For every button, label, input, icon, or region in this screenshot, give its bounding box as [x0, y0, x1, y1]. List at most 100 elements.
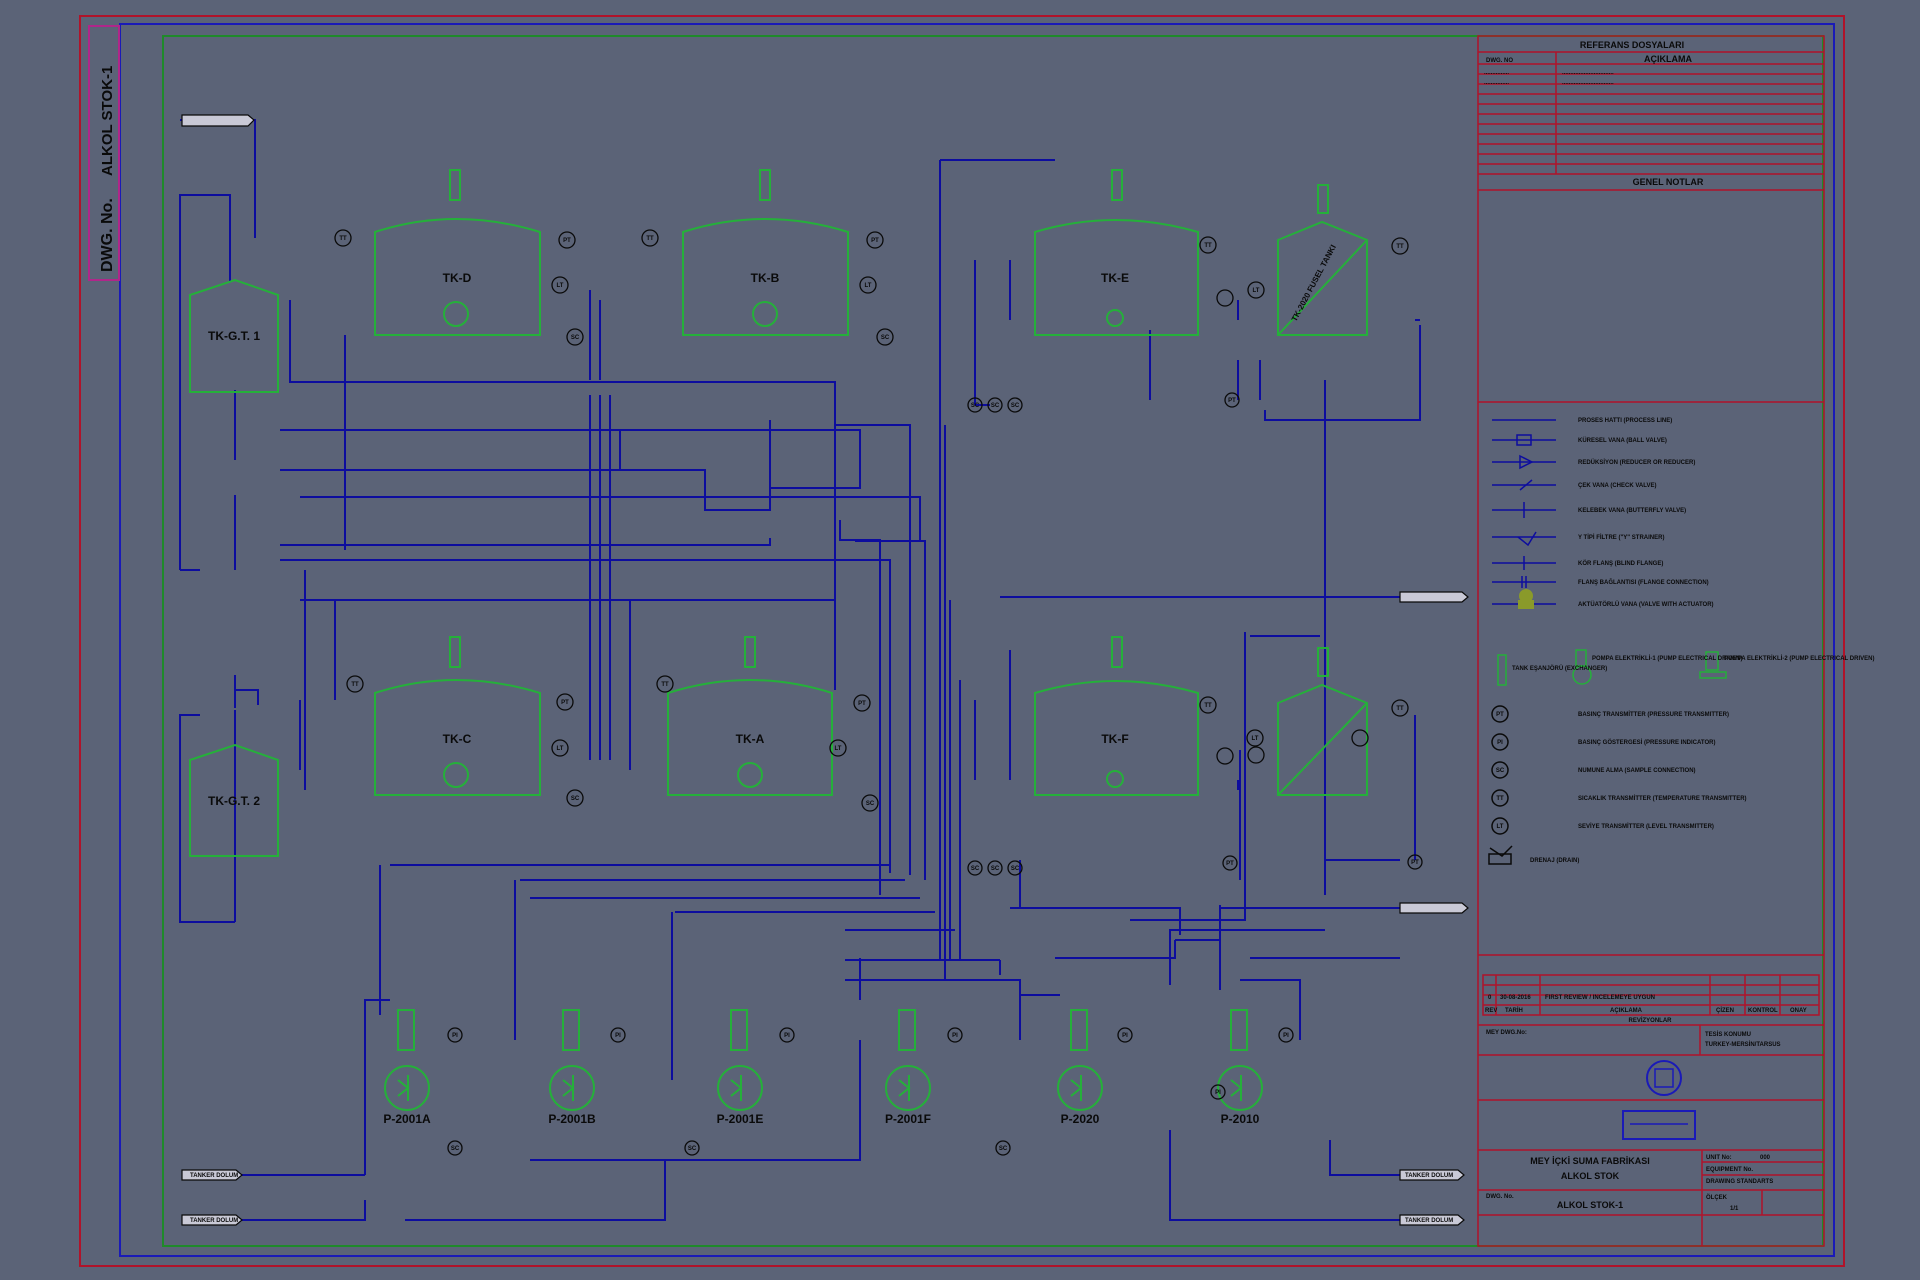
instrument-pt: PT	[858, 701, 866, 707]
tanks-shapes	[189, 169, 1368, 1111]
legend2-tt: TT	[1496, 796, 1504, 802]
legend2-pt: PT	[1496, 712, 1504, 718]
offpage-tanker-1: TANKER DOLUM	[190, 1173, 238, 1179]
instrument-lt: LT	[557, 283, 564, 289]
instrument-pt: PT	[1411, 860, 1419, 866]
instrument-sc: SC	[866, 801, 875, 807]
pump-label-p2001f: P-2001F	[885, 1112, 931, 1126]
legend2-item: SEVİYE TRANSMİTTER (LEVEL TRANSMITTER)	[1578, 823, 1714, 830]
unit-no-label: UNIT No:	[1706, 1155, 1732, 1161]
instrument-sc: SC	[971, 403, 980, 409]
tank-label-fusel: TK-2020 FUSEL TANKI	[1290, 243, 1338, 323]
rev-col-rev: REV	[1485, 1008, 1497, 1014]
tank-label-tkf: TK-F	[1101, 732, 1128, 746]
legend-item: AKTÜATÖRLÜ VANA (VALVE WITH ACTUATOR)	[1578, 601, 1714, 608]
instrument-pi: PI	[452, 1033, 458, 1039]
instrument-tt: TT	[1396, 706, 1404, 712]
instrument-tt: TT	[1396, 244, 1404, 250]
equipment-no: EQUIPMENT No.	[1706, 1167, 1753, 1173]
instrument-pi: PI	[1122, 1033, 1128, 1039]
instrument-lt: LT	[1252, 736, 1259, 742]
instrument-sc: SC	[571, 796, 580, 802]
legend-item: KELEBEK VANA (BUTTERFLY VALVE)	[1578, 508, 1686, 514]
legend2-item: BASINÇ TRANSMİTTER (PRESSURE TRANSMITTER…	[1578, 711, 1729, 718]
instrument-pt: PT	[561, 700, 569, 706]
tank-label-tke: TK-E	[1101, 271, 1129, 285]
instrument-sc: SC	[688, 1146, 697, 1152]
project-name: ALKOL STOK	[1561, 1171, 1620, 1181]
instrument-tt: TT	[351, 682, 359, 688]
legend2-item: SICAKLIK TRANSMİTTER (TEMPERATURE TRANSM…	[1578, 795, 1747, 802]
instrument-tt: TT	[339, 236, 347, 242]
legend2-item: POMPA ELEKTRİKLİ-2 (PUMP ELECTRICAL DRIV…	[1724, 655, 1874, 662]
instrument-sc: SC	[991, 403, 1000, 409]
rev-col-aciklama: AÇIKLAMA	[1610, 1008, 1643, 1014]
legend-item: FLANŞ BAĞLANTISI (FLANGE CONNECTION)	[1578, 578, 1709, 586]
title-block	[1477, 35, 1825, 1247]
legend2-item: TANK EŞANJÖRÜ (EXCHANGER)	[1512, 665, 1607, 672]
revizyonlar: REVİZYONLAR	[1628, 1017, 1672, 1024]
instrument-tt: TT	[661, 682, 669, 688]
instrument-lt: LT	[557, 746, 564, 752]
drawing-borders	[79, 15, 1845, 1267]
instrument-pi: PI	[615, 1033, 621, 1039]
legend2-symbols	[1488, 649, 1727, 865]
instrument-pi: PI	[1215, 1090, 1221, 1096]
unit-no: 000	[1760, 1155, 1771, 1161]
rev-col-onay: ONAY	[1790, 1008, 1807, 1014]
mey-dwg-no: MEY DWG.No:	[1486, 1030, 1527, 1036]
instrument-sc: SC	[999, 1146, 1008, 1152]
legend-item: REDÜKSİYON (REDUCER OR REDUCER)	[1578, 459, 1695, 466]
offpage-tanker-3: TANKER DOLUM	[1405, 1173, 1453, 1179]
process-lines	[179, 119, 1440, 1221]
rev-row-desc: FIRST REVIEW / INCELEMEYE UYGUN	[1545, 995, 1655, 1001]
rev-row-no: 0	[1488, 995, 1492, 1001]
ref-dots-1: ...............	[1484, 70, 1509, 76]
company-logo	[1646, 1060, 1682, 1096]
legend-item: ÇEK VANA (CHECK VALVE)	[1578, 483, 1656, 489]
legend2-item: BASINÇ GÖSTERGESİ (PRESSURE INDICATOR)	[1578, 739, 1715, 746]
instrument-sc: SC	[571, 335, 580, 341]
rev-col-tarih: TARİH	[1505, 1007, 1523, 1014]
instrument-pt: PT	[563, 238, 571, 244]
ref-aciklama: AÇIKLAMA	[1644, 54, 1692, 64]
legend-symbols	[1492, 419, 1556, 605]
legend2-sc: SC	[1496, 768, 1505, 774]
instrument-tt: TT	[1204, 703, 1212, 709]
legend-actuator-icon	[1519, 589, 1533, 603]
legend-item: KÖR FLANŞ (BLIND FLANGE)	[1578, 560, 1663, 567]
olcek-label: ÖLÇEK	[1706, 1194, 1728, 1201]
instrument-sc: SC	[971, 866, 980, 872]
rev-col-kontrol: KONTROL	[1748, 1008, 1778, 1014]
company-name: MEY İÇKİ SUMA FABRİKASI	[1530, 1156, 1650, 1166]
instrument-pt: PT	[1226, 861, 1234, 867]
pump-label-p2020: P-2020	[1061, 1112, 1100, 1126]
legend2-items: TANK EŞANJÖRÜ (EXCHANGER) POMPA ELEKTRİK…	[1512, 655, 1874, 864]
instrument-lt: LT	[835, 746, 842, 752]
tank-label-gt1: TK-G.T. 1	[208, 329, 260, 343]
dwg-no-small: DWG. No.	[1486, 1194, 1514, 1200]
tank-label-gt2: TK-G.T. 2	[208, 794, 260, 808]
ref-dots-2: ...............	[1484, 80, 1509, 86]
instrument-sc: SC	[991, 866, 1000, 872]
instrument-tt: TT	[1204, 243, 1212, 249]
instrument-sc: SC	[881, 335, 890, 341]
tesis-location: TURKEY-MERSİN/TARSUS	[1705, 1041, 1781, 1048]
tank-label-tka: TK-A	[736, 732, 765, 746]
rev-col-cizen: ÇİZEN	[1716, 1007, 1734, 1014]
legend-item: Y TİPİ FİLTRE ("Y" STRAINER)	[1578, 534, 1664, 541]
instrument-tt: TT	[646, 236, 654, 242]
ref-dots-3: ...............................	[1562, 70, 1614, 76]
legend2-item: POMPA ELEKTRİKLİ-1 (PUMP ELECTRICAL DRIV…	[1592, 655, 1742, 662]
dwg-no-label: DWG. No.	[99, 198, 116, 272]
instrument-pi: PI	[952, 1033, 958, 1039]
legend2-lt: LT	[1497, 824, 1504, 830]
instrument-pi: PI	[1283, 1033, 1289, 1039]
title-block-logo-frame	[1622, 1110, 1696, 1140]
tank-label-tkd: TK-D	[443, 271, 472, 285]
tank-label-tkc: TK-C	[443, 732, 472, 746]
instrument-pi: PI	[784, 1033, 790, 1039]
tank-label-tkb: TK-B	[751, 271, 780, 285]
legend2-pi: PI	[1497, 740, 1503, 746]
